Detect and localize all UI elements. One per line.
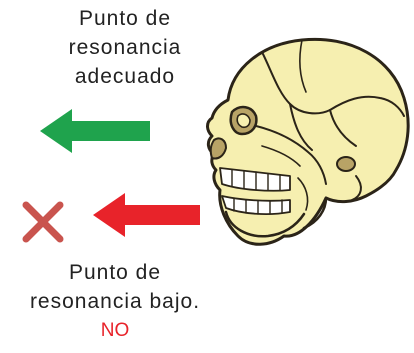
good-arrow-icon [40,109,150,153]
good-label-line-1: Punto de [78,7,172,30]
low-resonance-label: Punto de resonancia bajo. NO [0,258,230,345]
good-label-line-2: resonancia [68,36,182,59]
low-label-line-2: resonancia bajo. [29,290,201,313]
skull-illustration [206,37,410,246]
good-label-line-3: adecuado [74,65,176,88]
low-label-line-1: Punto de [68,261,162,284]
cross-icon [22,201,64,243]
good-resonance-label: Punto de resonancia adecuado [40,4,210,91]
bad-arrow-icon [93,193,200,237]
no-label: NO [100,320,130,341]
